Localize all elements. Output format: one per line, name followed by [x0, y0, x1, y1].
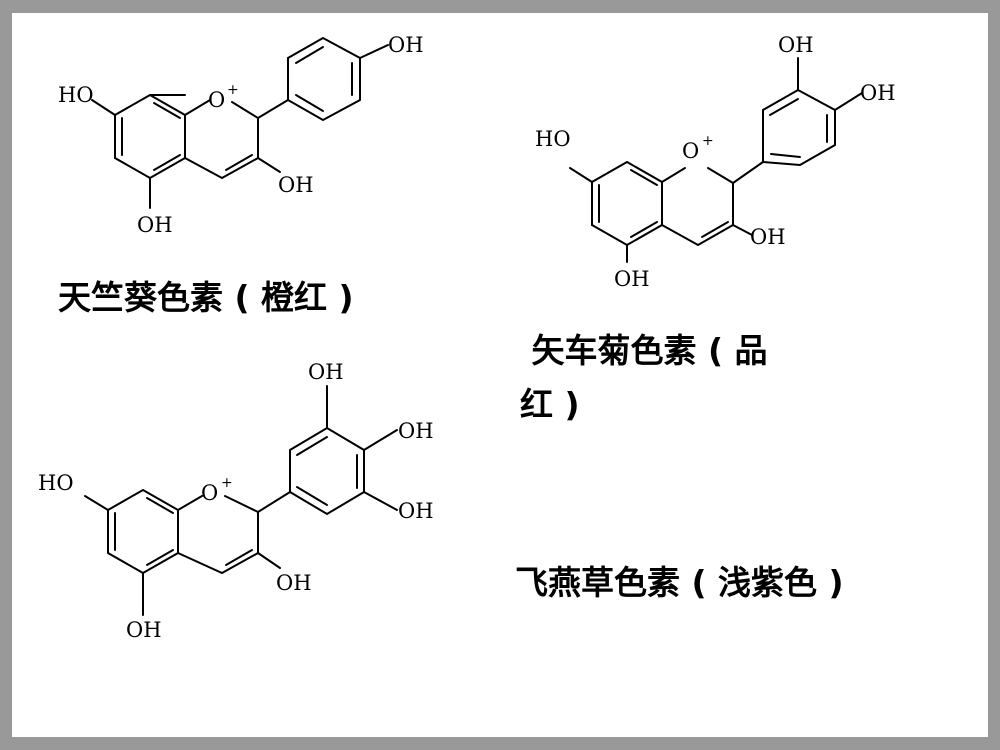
- pelargonidin-label: 天竺葵色素 ( 橙红 ): [58, 278, 354, 317]
- pelargonidin-4prime-oh: OH: [388, 33, 424, 57]
- pelargonidin-structure: [91, 36, 389, 209]
- delphinidin-5-oh: OH: [126, 618, 162, 642]
- slide: [12, 13, 988, 737]
- delphinidin-atoms: OH OH HO O + OH OH OH: [38, 360, 434, 642]
- delphinidin-3-oh: OH: [276, 571, 312, 595]
- cyanidin-4prime-oh: OH: [860, 81, 896, 105]
- delphinidin-ring-oxygen: O: [201, 481, 218, 505]
- cyanidin-atoms: OH OH HO O + OH OH: [535, 33, 896, 291]
- cyanidin-5-oh: OH: [614, 267, 650, 291]
- cyanidin-3prime-oh: OH: [778, 33, 814, 57]
- pelargonidin-5-oh: OH: [137, 213, 173, 237]
- delphinidin-label: 飞燕草色素 ( 浅紫色 ): [515, 563, 844, 602]
- cyanidin-3-oh: OH: [750, 225, 786, 249]
- cyanidin-label-line1: 矢车菊色素 ( 品: [520, 331, 768, 370]
- delphinidin-5prime-oh: OH: [398, 499, 434, 523]
- delphinidin-structure: [84, 385, 398, 616]
- delphinidin-3prime-oh: OH: [308, 360, 344, 384]
- pelargonidin-3-oh: OH: [278, 173, 314, 197]
- cyanidin-oxonium-charge: +: [702, 133, 714, 149]
- cyanidin-7-ho: HO: [535, 127, 571, 151]
- cyanidin-ring-oxygen: O: [682, 139, 699, 163]
- pelargonidin-atoms: OH HO O + OH OH: [58, 33, 424, 237]
- pelargonidin-ring-oxygen: O: [208, 88, 225, 112]
- pelargonidin-7-ho: HO: [58, 83, 94, 107]
- delphinidin-4prime-oh: OH: [398, 419, 434, 443]
- cyanidin-label-line2: 红 ): [520, 385, 580, 424]
- delphinidin-7-ho: HO: [38, 471, 74, 495]
- delphinidin-oxonium-charge: +: [221, 475, 233, 491]
- cyanidin-structure: [569, 57, 863, 263]
- pelargonidin-oxonium-charge: +: [227, 82, 239, 98]
